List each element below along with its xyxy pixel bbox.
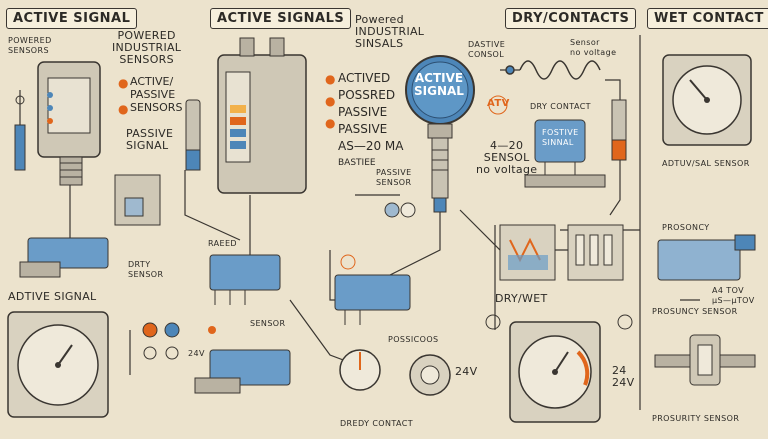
label-adtuv-sal-sensor: ADTUV/SAL SENSOR: [662, 159, 750, 168]
list-mid-item: PASSIVE: [338, 122, 388, 136]
label-sensor-middle: SENSOR: [250, 319, 286, 328]
label-prosuncy-sensor: PROSUNCY SENSOR: [652, 307, 738, 316]
label-4-20-sensol: 4—20 SENSOL no voltage: [476, 139, 538, 176]
label-powered-sensors: POWERED SENSORS: [8, 36, 52, 55]
label-possicoos: POSSICOOS: [388, 335, 439, 344]
label-dry-wet: DRY/WET: [495, 292, 548, 305]
label-dredy-contact: DREDY CONTACT: [340, 419, 414, 428]
bullet-dot: ●: [118, 76, 129, 90]
powered-sensor-module-middle: [217, 37, 307, 194]
header-dry-contacts: DRY/CONTACTS: [505, 8, 637, 29]
contact-gauge-round: [409, 354, 451, 396]
label-24v-right: 24 24V: [612, 364, 635, 389]
prosoncy-sensor: [657, 234, 756, 281]
powered-sensor-module-left: [37, 61, 101, 186]
list-mid-item: AS—20 MA: [338, 139, 404, 153]
mounting-bracket: [114, 174, 161, 226]
list-mid-item: PASSIVE: [338, 105, 388, 119]
label-prosoncy: PROSONCY: [662, 223, 710, 232]
list-left-item: SENSORS: [130, 101, 183, 114]
label-sensor-no-voltage: Sensor no voltage: [570, 38, 617, 57]
relay-left: [19, 237, 109, 278]
label-powered-industrial-sensors: POWERED INDUSTRIAL SENSORS: [112, 29, 182, 66]
label-powered-industrial-sinsals: Powered INDUSTRIAL SINSALS: [355, 13, 425, 50]
prosurity-pipe-sensor: [654, 334, 756, 386]
label-24v-middle: 24V: [455, 365, 478, 378]
list-left-item: ACTIVE/: [130, 75, 174, 88]
probe-left: [14, 95, 26, 171]
bullet-dot: ●: [325, 116, 336, 130]
bullet-dot: ●: [118, 102, 129, 116]
list-mid: ACTIVED POSSRED PASSIVE PASSIVE AS—20 MA…: [338, 70, 403, 172]
label-drty-sensor: DRTY SENSOR: [128, 260, 164, 279]
contact-gauge-small: [339, 349, 381, 391]
list-mid-item: ACTIVED: [338, 71, 391, 85]
relay-bottom: [194, 349, 291, 394]
dry-wet-switch-right: [567, 224, 624, 281]
probe-middle: [185, 99, 201, 171]
label-a4-tov: A4 TOV µS—µTOV: [712, 286, 755, 305]
header-active-signal: ACTIVE SIGNAL: [6, 8, 138, 29]
label-24v-left: 24V: [188, 349, 205, 358]
header-wet-contact: WET CONTACT: [647, 8, 768, 29]
wet-contact-gauge: [662, 54, 752, 146]
list-left-item: PASSIVE: [130, 88, 176, 101]
status-dot-orange: [142, 322, 158, 338]
relay-center: [334, 274, 411, 325]
list-left: ACTIVE/ PASSIVE SENSORS: [130, 75, 182, 114]
probe-right: [611, 99, 627, 161]
label-prosurity-sensor: PROSURITY SENSOR: [652, 414, 740, 423]
label-raeed: RAEED: [208, 239, 237, 248]
label-dastive-consol: DASTIVE CONSOL: [468, 40, 506, 59]
relay-middle: [209, 254, 281, 305]
dry-contact-spring: [505, 60, 601, 80]
label-active-signal-gauge: ACTIVE SIGNAL: [414, 71, 464, 98]
passive-signal-block: [524, 119, 606, 188]
bullet-dot: ●: [325, 94, 336, 108]
label-dry-contact: DRY CONTACT: [530, 102, 591, 111]
header-active-signals: ACTIVE SIGNALS: [210, 8, 352, 29]
label-adtive-signal: ADTIVE SIGNAL: [8, 290, 97, 303]
status-dot-blue: [164, 322, 180, 338]
label-passive-sensor: PASSIVE SENSOR: [376, 168, 412, 187]
label-atv: ATV: [487, 98, 510, 109]
dry-wet-gauge: [509, 321, 601, 423]
list-mid-item: POSSRED: [338, 88, 396, 102]
bullet-dot: ●: [325, 72, 336, 86]
active-signal-gauge: [405, 55, 475, 213]
label-passive-signal: PASSIVE SIGNAL: [126, 127, 174, 152]
list-mid-item: BASTIEE: [338, 158, 376, 168]
label-fostive-sinnal: FOSTIVE SINNAL: [542, 128, 579, 147]
dry-wet-switch-left: [499, 224, 556, 281]
active-signal-gauge-bottom: [7, 311, 109, 418]
